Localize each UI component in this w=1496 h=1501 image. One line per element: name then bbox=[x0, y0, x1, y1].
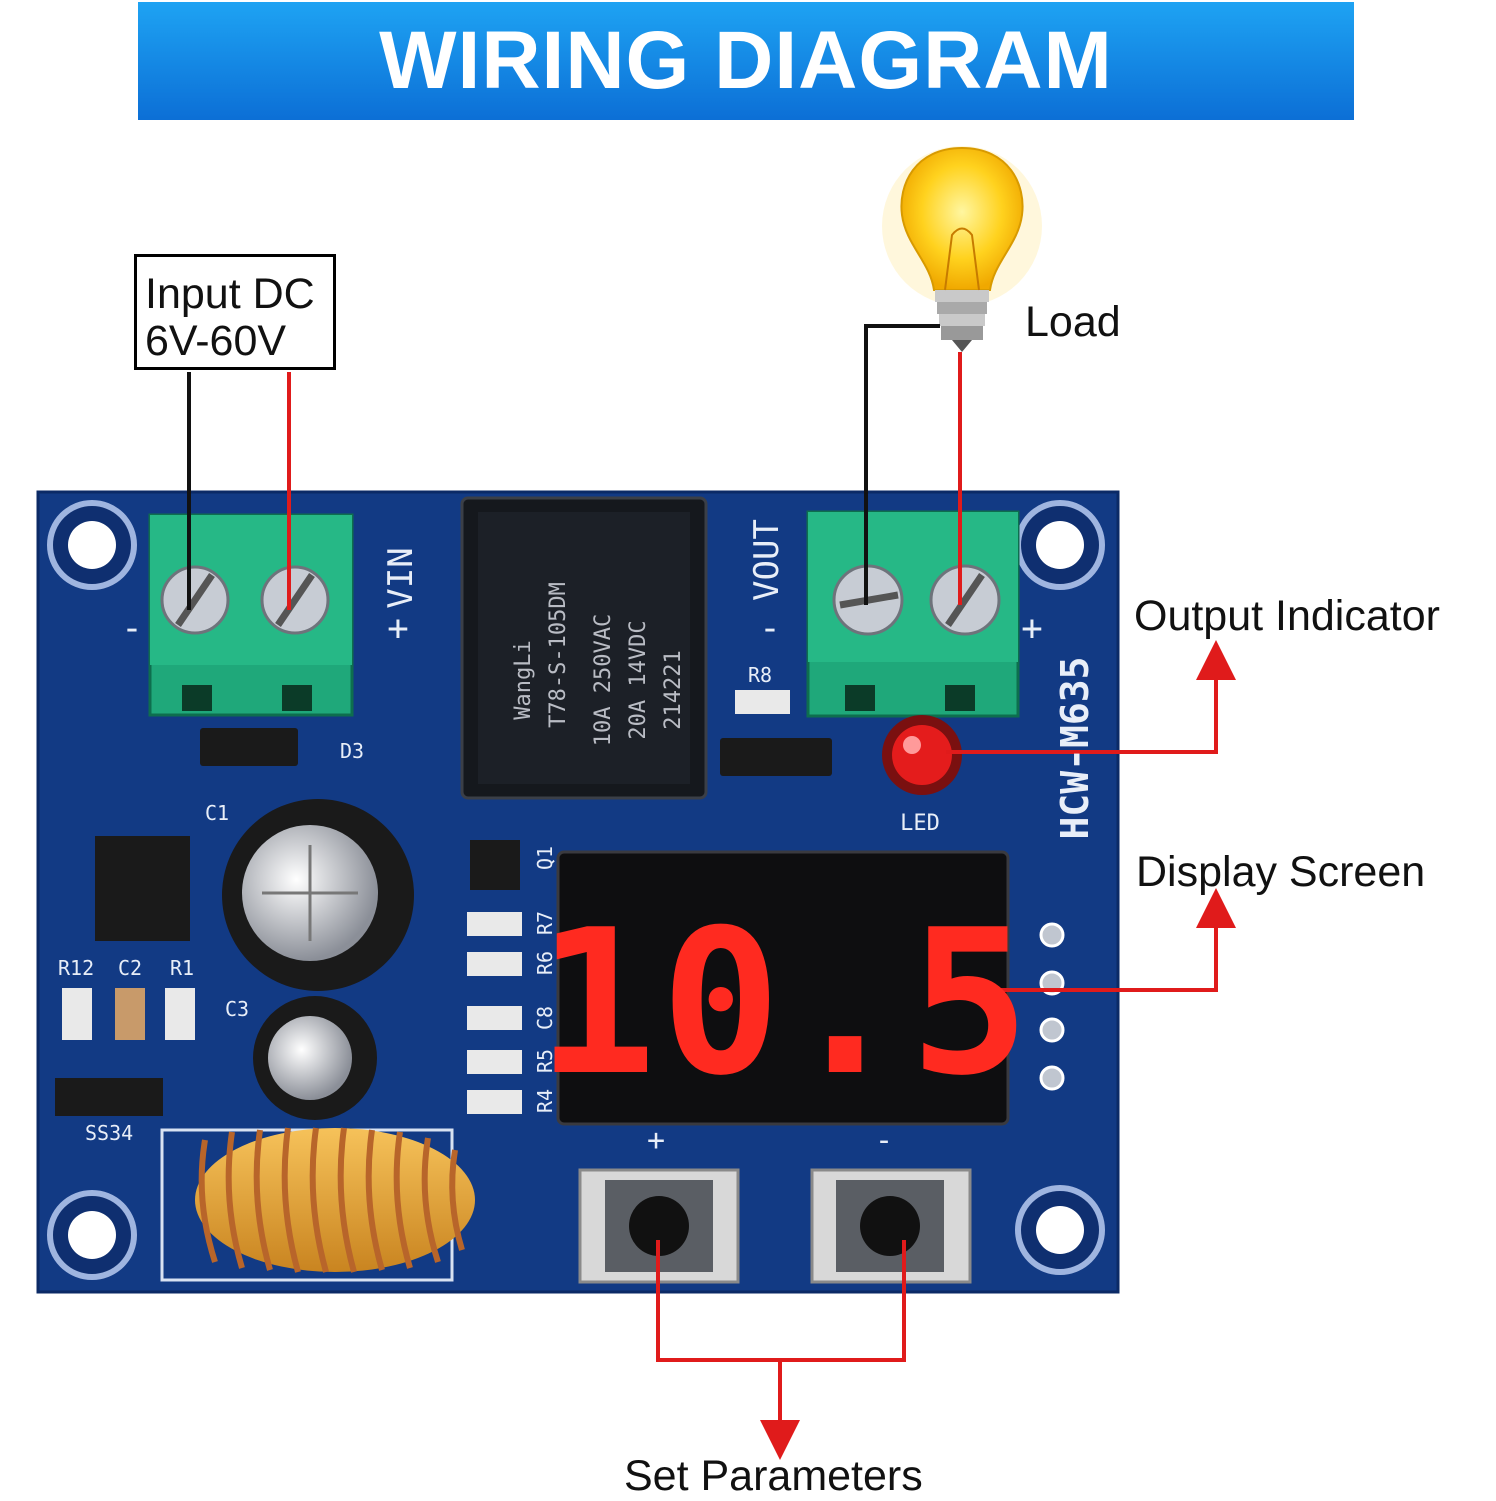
mounting-holes bbox=[47, 500, 1105, 1280]
designator-label: R1 bbox=[170, 956, 194, 980]
vin-plus-silk: + bbox=[387, 608, 409, 649]
model-silk-label: HCW-M635 bbox=[1053, 656, 1097, 839]
button-minus bbox=[810, 1168, 972, 1284]
designator-label: R12 bbox=[58, 956, 94, 980]
designator-label: C8 bbox=[533, 1006, 557, 1030]
input-dc-label: Input DC bbox=[145, 270, 315, 318]
designator-label: R7 bbox=[533, 911, 557, 935]
designator-label: C2 bbox=[118, 956, 142, 980]
designator-label: R6 bbox=[533, 951, 557, 975]
output-terminal-block bbox=[806, 510, 1020, 718]
output-indicator-label: Output Indicator bbox=[1134, 592, 1440, 640]
relay-brand: WangLi bbox=[511, 640, 536, 719]
vout-minus-silk: - bbox=[759, 608, 781, 649]
relay bbox=[460, 496, 708, 800]
designator-label: D3 bbox=[340, 739, 364, 763]
designator-label: Q1 bbox=[533, 846, 557, 870]
designator-label: R5 bbox=[533, 1049, 557, 1073]
header-pins bbox=[1039, 922, 1065, 1091]
capacitor-c1 bbox=[222, 799, 414, 991]
smd-components bbox=[55, 690, 832, 1116]
display-reading: 10.5 bbox=[536, 887, 1034, 1120]
relay-rating-ac: 10A 250VAC bbox=[591, 614, 616, 746]
designator-label: C1 bbox=[205, 801, 229, 825]
input-dc-box: Input DC 6V-60V bbox=[134, 254, 336, 370]
load-label: Load bbox=[1025, 298, 1121, 346]
input-voltage-range: 6V-60V bbox=[145, 317, 287, 365]
designator-label: R8 bbox=[748, 663, 772, 687]
page-title: WIRING DIAGRAM bbox=[379, 15, 1113, 106]
wires bbox=[187, 324, 962, 610]
led-silk-label: LED bbox=[900, 811, 940, 836]
button-minus-silk: - bbox=[875, 1123, 893, 1158]
vout-silk-label: VOUT bbox=[747, 519, 787, 601]
inductor-coil bbox=[160, 1127, 475, 1282]
input-terminal-block bbox=[148, 513, 354, 717]
display-screen-label: Display Screen bbox=[1136, 848, 1426, 896]
title-banner: WIRING DIAGRAM bbox=[138, 2, 1354, 120]
button-plus-silk: + bbox=[647, 1123, 665, 1158]
vin-minus-silk: - bbox=[121, 608, 143, 649]
vout-plus-silk: + bbox=[1021, 608, 1043, 649]
capacitor-c3 bbox=[253, 996, 377, 1120]
callout-lines bbox=[656, 640, 1236, 1460]
relay-rating-dc: 20A 14VDC bbox=[626, 620, 651, 739]
designator-label: SS34 bbox=[85, 1121, 133, 1145]
designator-label: C3 bbox=[225, 997, 249, 1021]
relay-text: WangLi T78-S-105DM 10A 250VAC 20A 14VDC … bbox=[511, 582, 686, 746]
vin-silk-label: VIN bbox=[381, 547, 421, 608]
designator-label: R4 bbox=[533, 1089, 557, 1113]
relay-model: T78-S-105DM bbox=[546, 582, 571, 728]
light-bulb-icon bbox=[882, 146, 1042, 352]
designator-labels: D3 C1 C2 C3 R1 R12 R8 Q1 R7 R6 C8 R5 R4 … bbox=[58, 663, 772, 1145]
relay-code: 214221 bbox=[661, 650, 686, 729]
led-indicator bbox=[882, 715, 962, 795]
set-parameters-label: Set Parameters bbox=[624, 1452, 923, 1500]
